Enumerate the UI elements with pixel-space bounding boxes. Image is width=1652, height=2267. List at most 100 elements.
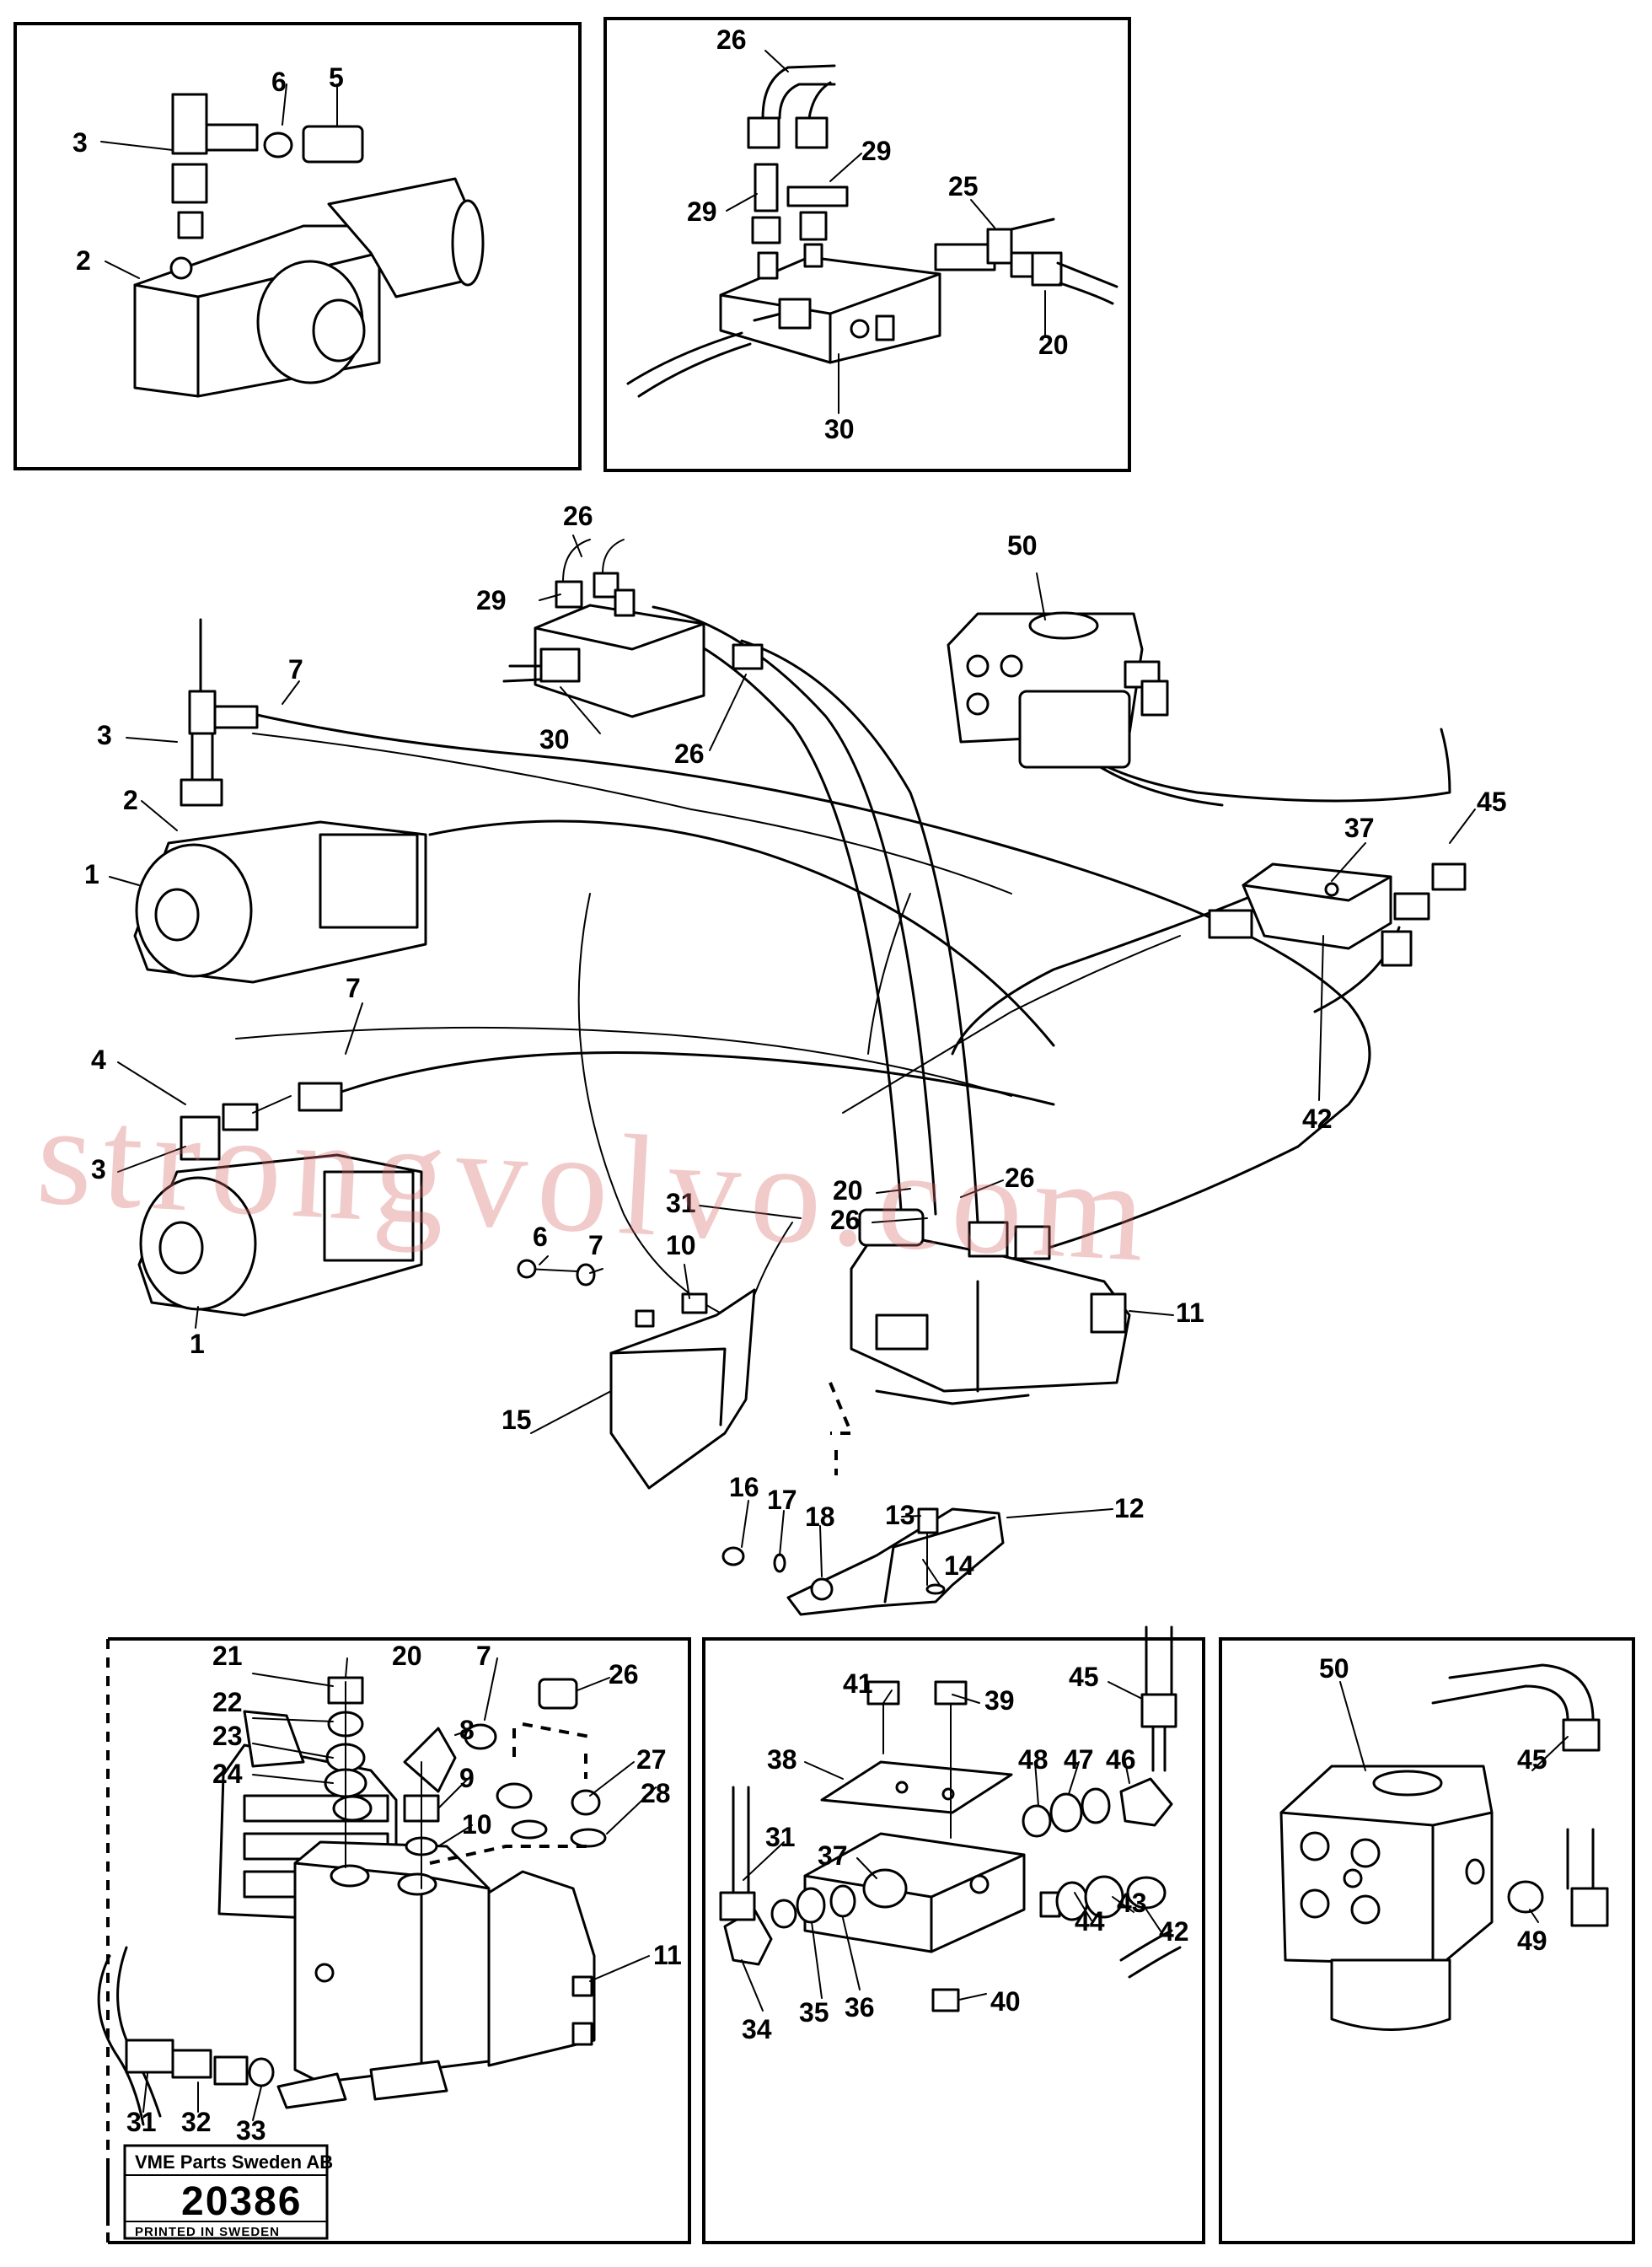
callout: 45 <box>1069 1662 1099 1692</box>
callout: 31 <box>126 2107 157 2137</box>
valve-11-exploded <box>97 1676 607 2226</box>
steering-unit-50-detail <box>1279 1663 1609 2031</box>
callout: 35 <box>799 1997 829 2028</box>
callout: 17 <box>767 1485 797 1515</box>
callout: 10 <box>666 1230 696 1260</box>
callout: 50 <box>1007 530 1038 561</box>
callout: 45 <box>1477 787 1507 817</box>
callout: 11 <box>1176 1297 1204 1328</box>
callout: 30 <box>824 414 855 444</box>
callout: 26 <box>716 24 747 55</box>
callout: 37 <box>1344 813 1375 843</box>
callout: 28 <box>641 1778 671 1808</box>
callout: 29 <box>476 585 507 615</box>
callout-labels: 3 6 5 2 26 29 29 25 20 30 26 29 30 26 50… <box>72 24 1547 2146</box>
callout: 39 <box>984 1685 1015 1716</box>
callout: 16 <box>729 1472 759 1502</box>
callout: 12 <box>1114 1493 1145 1523</box>
panel-frame-bottom-center <box>702 1637 1205 2244</box>
callout: 2 <box>123 785 138 815</box>
callout: 20 <box>392 1641 422 1671</box>
callout: 34 <box>742 2014 772 2044</box>
bracket-12 <box>721 1507 1005 1616</box>
valve-11-main <box>850 1208 1131 1405</box>
callout: 15 <box>502 1405 532 1435</box>
pump-1-upper <box>133 618 427 984</box>
callout: 3 <box>72 127 88 158</box>
callout: 18 <box>805 1501 835 1532</box>
callout: 47 <box>1064 1744 1094 1775</box>
callout: 31 <box>765 1822 796 1852</box>
pump-1-lower <box>137 1082 423 1317</box>
callout: 11 <box>653 1940 682 1970</box>
panel-frame-bottom-right <box>1219 1637 1635 2244</box>
leader-lines <box>100 50 1569 2121</box>
callout: 6 <box>533 1222 548 1252</box>
callout: 20 <box>833 1175 863 1206</box>
callout: 20 <box>1038 330 1069 360</box>
callout: 27 <box>636 1744 667 1775</box>
callout: 36 <box>845 1992 875 2023</box>
callout: 14 <box>944 1550 974 1581</box>
callout: 38 <box>767 1744 797 1775</box>
stamp-drawing-number: 20386 <box>181 2179 302 2224</box>
callout: 13 <box>885 1500 915 1530</box>
callout: 21 <box>212 1641 243 1671</box>
callout: 49 <box>1517 1926 1547 1956</box>
callout: 42 <box>1159 1916 1189 1947</box>
stamp-printed-in: PRINTED IN SWEDEN <box>135 2225 280 2239</box>
panel-frame-top-center <box>603 17 1131 472</box>
callout: 23 <box>212 1721 243 1751</box>
callout: 7 <box>346 973 361 1003</box>
callout: 29 <box>861 136 892 166</box>
drawing-stamp: VME Parts Sweden AB 20386 PRINTED IN SWE… <box>123 2144 333 2240</box>
callout: 3 <box>91 1154 106 1185</box>
callout: 26 <box>674 739 705 769</box>
panel-frame-bottom-left <box>108 1637 691 2244</box>
callout: 48 <box>1018 1744 1049 1775</box>
valve-30-detail <box>626 64 1118 398</box>
callout: 5 <box>329 62 344 93</box>
callout: 26 <box>609 1659 639 1690</box>
callout: 26 <box>563 501 593 531</box>
valve-30-main <box>502 539 764 718</box>
callout: 6 <box>271 67 287 97</box>
callout: 29 <box>687 196 717 227</box>
callout: 8 <box>459 1715 475 1745</box>
callout: 7 <box>588 1230 603 1260</box>
callout: 32 <box>181 2107 212 2137</box>
callout: 2 <box>76 245 91 276</box>
block-37-main <box>1208 862 1467 967</box>
callout: 31 <box>666 1188 696 1218</box>
valve-2-detail <box>133 93 485 398</box>
stamp-company: VME Parts Sweden AB <box>135 2152 333 2173</box>
callout: 24 <box>212 1759 243 1789</box>
callout: 42 <box>1302 1104 1333 1134</box>
bracket-15 <box>517 1259 854 1490</box>
steering-unit-50-main <box>947 611 1169 769</box>
callout: 40 <box>990 1986 1021 2017</box>
callout: 9 <box>459 1763 475 1793</box>
callout: 7 <box>288 654 303 685</box>
callout: 10 <box>462 1809 492 1840</box>
callout: 26 <box>1005 1163 1035 1193</box>
callout: 1 <box>190 1329 205 1359</box>
callout: 3 <box>97 720 112 750</box>
callout: 7 <box>476 1641 491 1671</box>
callout: 26 <box>830 1205 861 1235</box>
callout: 30 <box>539 724 570 755</box>
panel-frame-top-left <box>13 22 582 470</box>
callout: 45 <box>1517 1744 1547 1775</box>
callout: 43 <box>1117 1888 1147 1918</box>
callout: 4 <box>91 1045 106 1075</box>
callout: 50 <box>1319 1653 1349 1684</box>
callout: 25 <box>948 171 979 201</box>
callout: 44 <box>1075 1906 1105 1937</box>
callout: 46 <box>1106 1744 1136 1775</box>
callout: 1 <box>84 859 99 889</box>
callout: 22 <box>212 1687 243 1717</box>
callout: 33 <box>236 2115 266 2146</box>
callout: 41 <box>843 1668 873 1699</box>
callout: 37 <box>818 1840 848 1871</box>
